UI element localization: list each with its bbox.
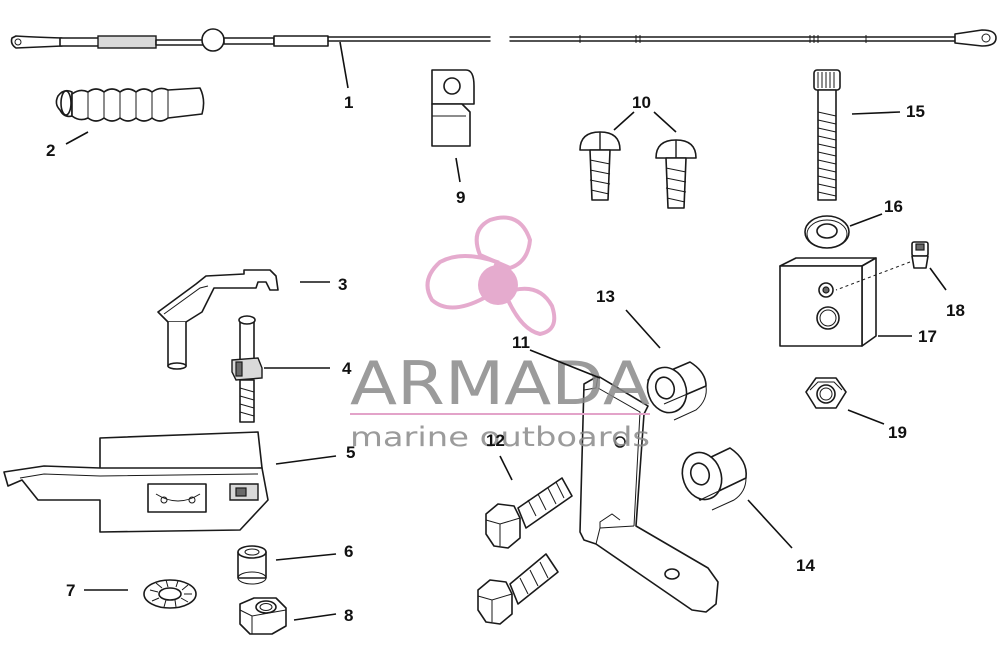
callout-15: 15	[906, 102, 925, 121]
part-12-hex-bolts	[477, 477, 573, 625]
armada-propeller-logo	[425, 215, 557, 337]
callout-1: 1	[344, 93, 353, 112]
callout-13: 13	[596, 287, 615, 306]
callout-9: 9	[456, 188, 465, 207]
leader-19	[847, 409, 885, 425]
part-11-angle-bracket	[579, 375, 719, 613]
callout-8: 8	[344, 606, 353, 625]
leader-10a	[613, 111, 635, 131]
leader-14	[747, 499, 793, 549]
part-6-bushing	[237, 545, 267, 585]
leader-13	[625, 309, 661, 349]
leader-8	[293, 613, 337, 621]
callout-10: 10	[632, 93, 651, 112]
callout-17: 17	[918, 327, 937, 346]
callout-6: 6	[344, 542, 353, 561]
part-2-bellows-boot	[55, 87, 205, 122]
callout-labels: 1 2 3 4 5 6 7 8 9 10 11 12 13 14 15 16 1…	[46, 93, 965, 625]
part-13-spacer	[646, 361, 707, 421]
leader-11	[529, 349, 601, 379]
leader-16	[849, 213, 883, 227]
watermark-tagline: marine outboards	[350, 422, 650, 453]
leader-10b	[653, 111, 677, 133]
part-14-spacer	[681, 447, 747, 511]
leader-2	[65, 131, 89, 145]
part-1-control-rod	[10, 28, 997, 52]
part-3-lever-bracket	[157, 269, 279, 370]
callout-5: 5	[346, 443, 355, 462]
callout-2: 2	[46, 141, 55, 160]
watermark-brand: ARMADA	[350, 349, 650, 419]
callout-11: 11	[512, 333, 530, 352]
part-9-clip	[431, 69, 475, 147]
leader-6	[275, 553, 337, 561]
callout-19: 19	[888, 423, 907, 442]
leader-lines	[65, 41, 947, 621]
leader-1	[339, 41, 349, 89]
part-19-lock-nut	[805, 377, 847, 409]
part-7-lock-washer	[143, 579, 197, 609]
leader-5	[275, 455, 337, 465]
part-8-hex-nut	[239, 597, 287, 635]
part-4-stud	[231, 315, 263, 423]
leader-9	[455, 157, 461, 183]
callout-16: 16	[884, 197, 903, 216]
callout-14: 14	[796, 556, 815, 575]
part-16-washer	[804, 215, 850, 249]
leader-18	[929, 267, 947, 291]
callout-12: 12	[486, 431, 505, 450]
leader-15	[851, 111, 901, 115]
callout-7: 7	[66, 581, 75, 600]
armada-watermark: ARMADA marine outboards	[350, 215, 650, 453]
part-15-cap-screw	[813, 69, 841, 201]
callout-4: 4	[342, 359, 352, 378]
leader-12	[499, 455, 513, 481]
part-17-block	[779, 257, 877, 347]
part-5-base-plate	[3, 431, 269, 533]
part-10-screws	[579, 131, 697, 209]
part-18-set-screw	[835, 241, 929, 291]
callout-18: 18	[946, 301, 965, 320]
callout-3: 3	[338, 275, 347, 294]
